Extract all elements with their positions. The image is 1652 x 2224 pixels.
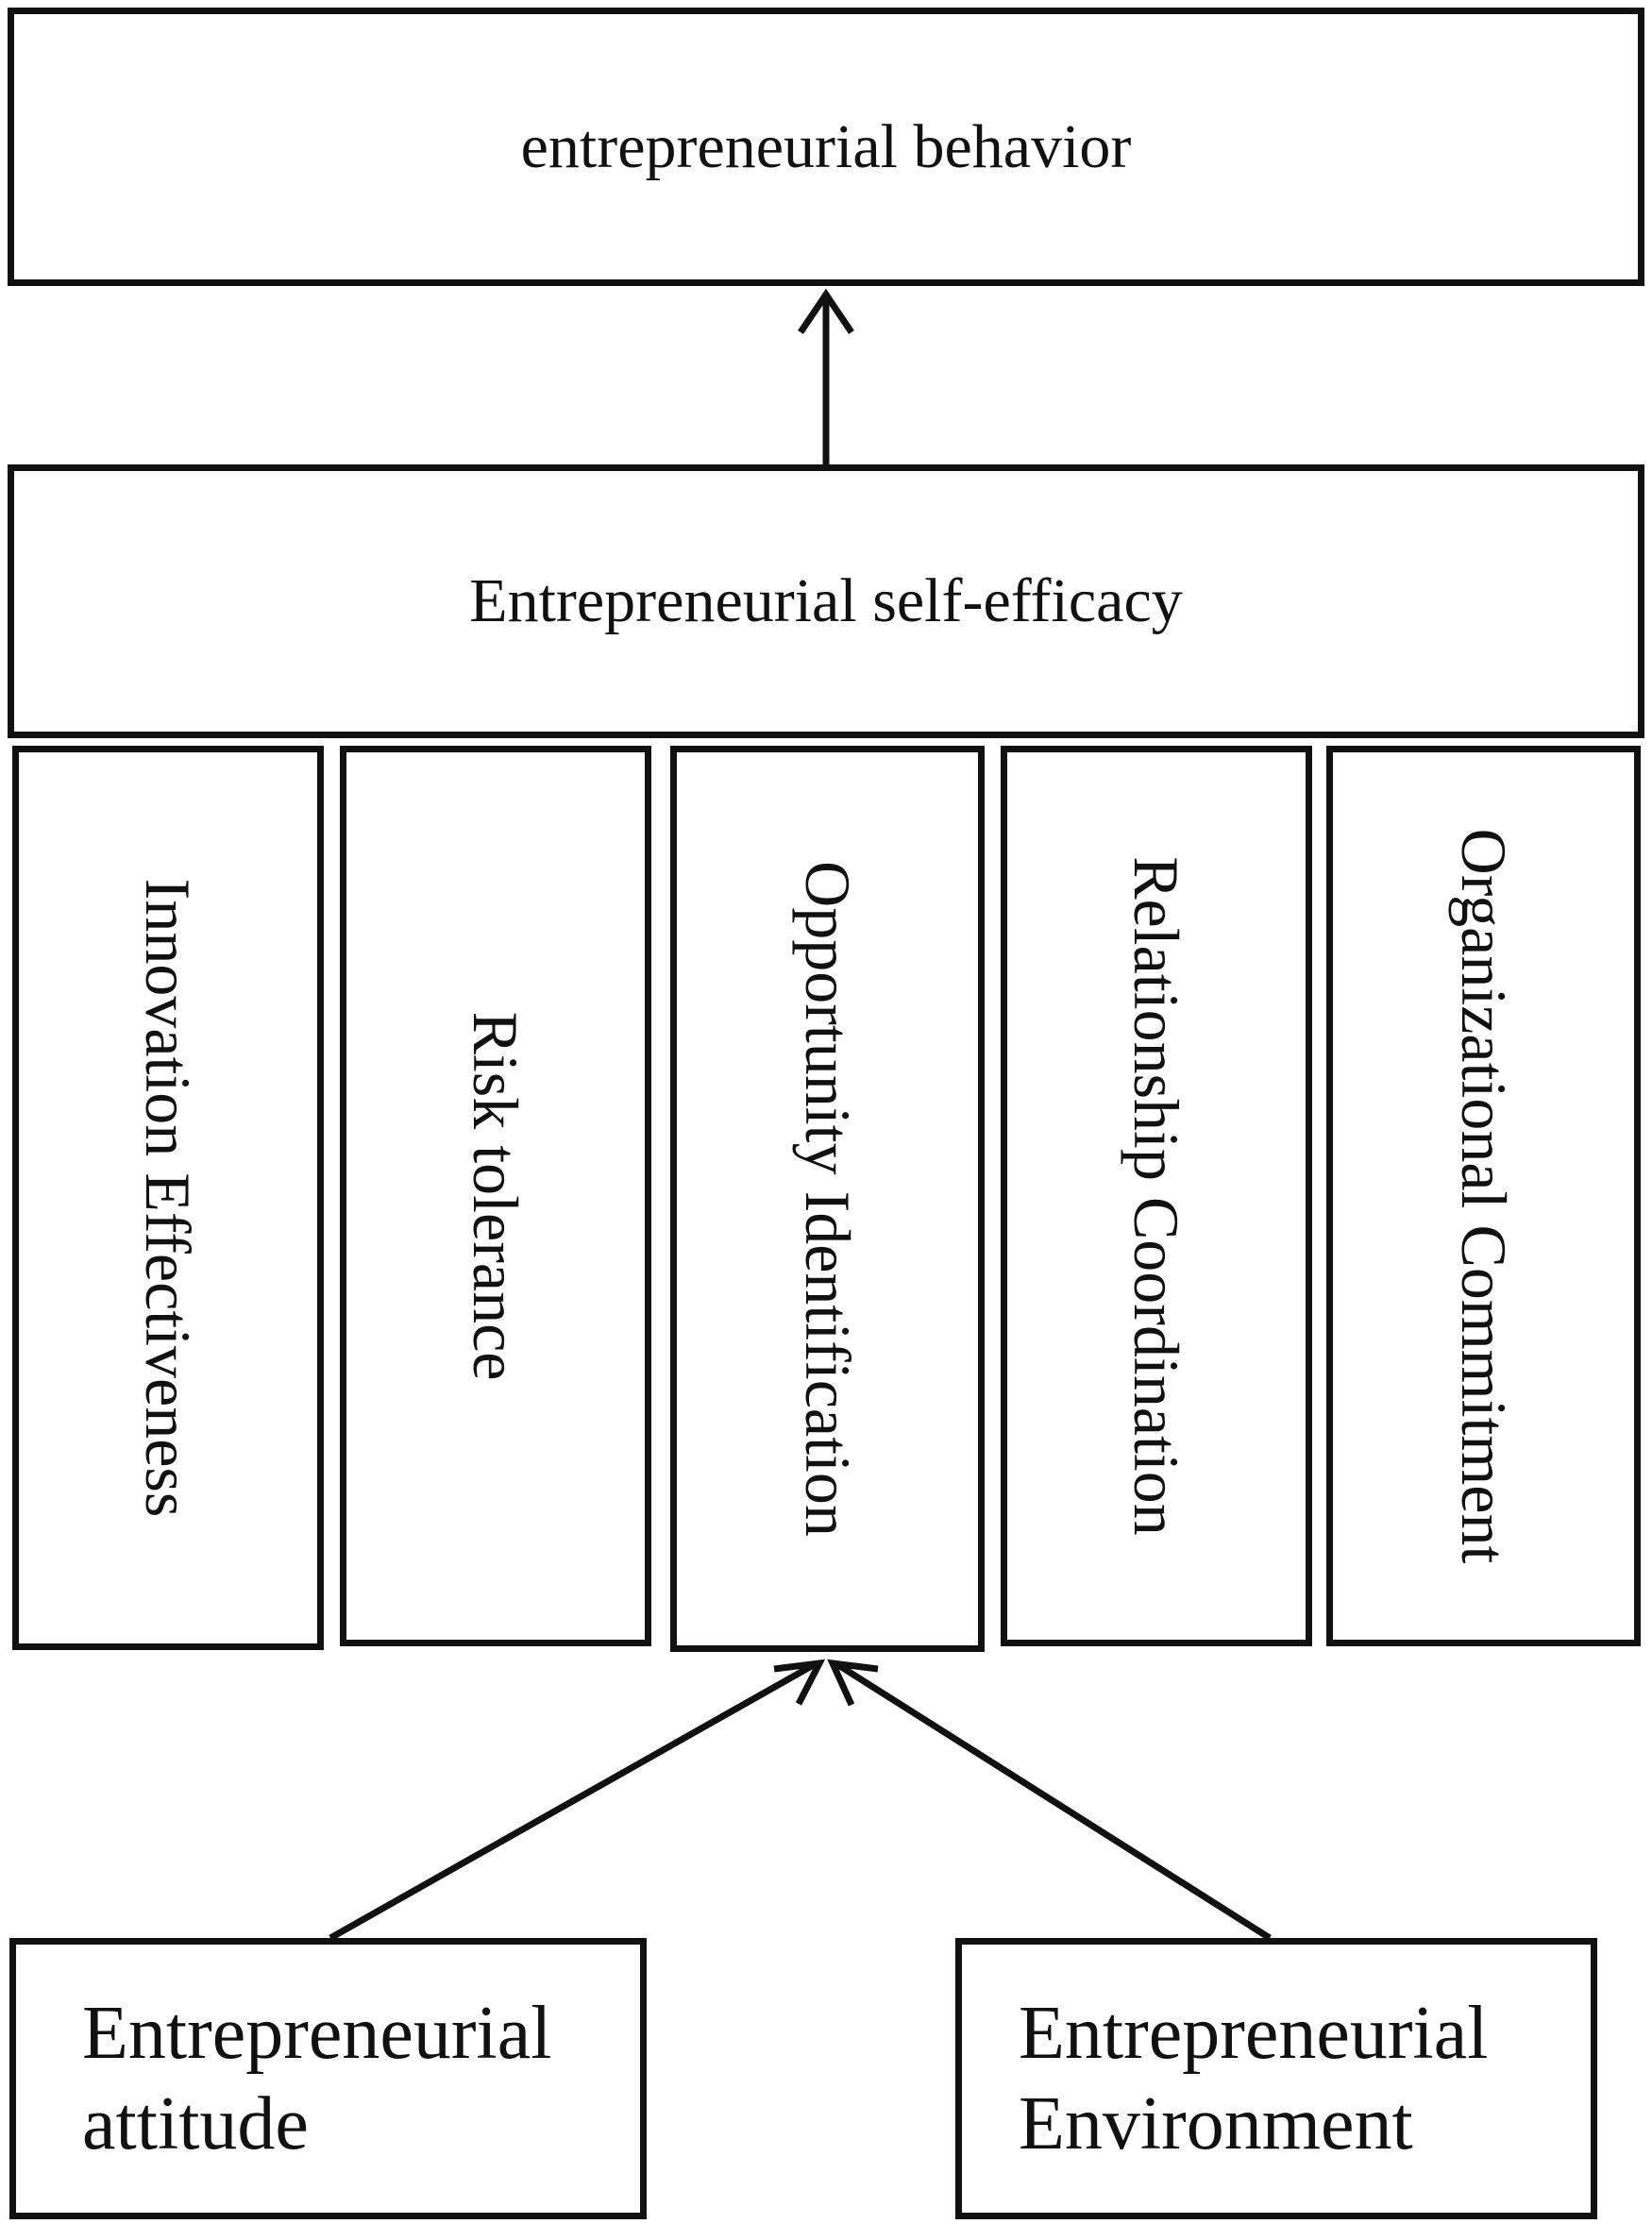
attitude-label-line1: Entrepreneurial bbox=[82, 1992, 552, 2075]
dimension-box-relationship: Relationship Coordination bbox=[1001, 746, 1312, 1646]
environment-label-line1: Entrepreneurial bbox=[1019, 1992, 1489, 2075]
dimension-label-innovation: Innovation Effectiveness bbox=[132, 878, 204, 1518]
self-efficacy-label: Entrepreneurial self-efficacy bbox=[469, 566, 1183, 636]
environment-label-line2: Environment bbox=[1019, 2082, 1413, 2165]
dimension-label-risk: Risk tolerance bbox=[460, 1011, 531, 1381]
entrepreneurial-behavior-box: entrepreneurial behavior bbox=[8, 8, 1644, 286]
dimension-label-organizational: Organizational Commitment bbox=[1447, 828, 1520, 1564]
environment-box: Entrepreneurial Environment bbox=[955, 1938, 1597, 2219]
arrowhead-environment bbox=[827, 1659, 879, 1707]
arrowhead-attitude bbox=[773, 1659, 826, 1706]
dimension-box-innovation: Innovation Effectiveness bbox=[12, 746, 324, 1650]
entrepreneurial-behavior-label: entrepreneurial behavior bbox=[520, 111, 1132, 181]
dimension-label-opportunity: Opportunity Identification bbox=[791, 861, 864, 1537]
attitude-label-line2: attitude bbox=[82, 2082, 309, 2165]
self-efficacy-box: Entrepreneurial self-efficacy bbox=[8, 464, 1644, 738]
arrow-attitude-to-opportunity bbox=[329, 1660, 818, 1942]
dimension-label-relationship: Relationship Coordination bbox=[1121, 856, 1192, 1536]
dimension-box-risk: Risk tolerance bbox=[340, 746, 651, 1646]
dimension-box-opportunity: Opportunity Identification bbox=[670, 746, 985, 1652]
arrowhead-behavior bbox=[798, 288, 854, 334]
attitude-label: Entrepreneurial attitude bbox=[82, 1945, 552, 2213]
environment-label: Entrepreneurial Environment bbox=[1019, 1945, 1489, 2213]
dimension-box-organizational: Organizational Commitment bbox=[1326, 746, 1641, 1646]
attitude-box: Entrepreneurial attitude bbox=[9, 1938, 647, 2219]
arrow-environment-to-opportunity bbox=[834, 1660, 1272, 1941]
